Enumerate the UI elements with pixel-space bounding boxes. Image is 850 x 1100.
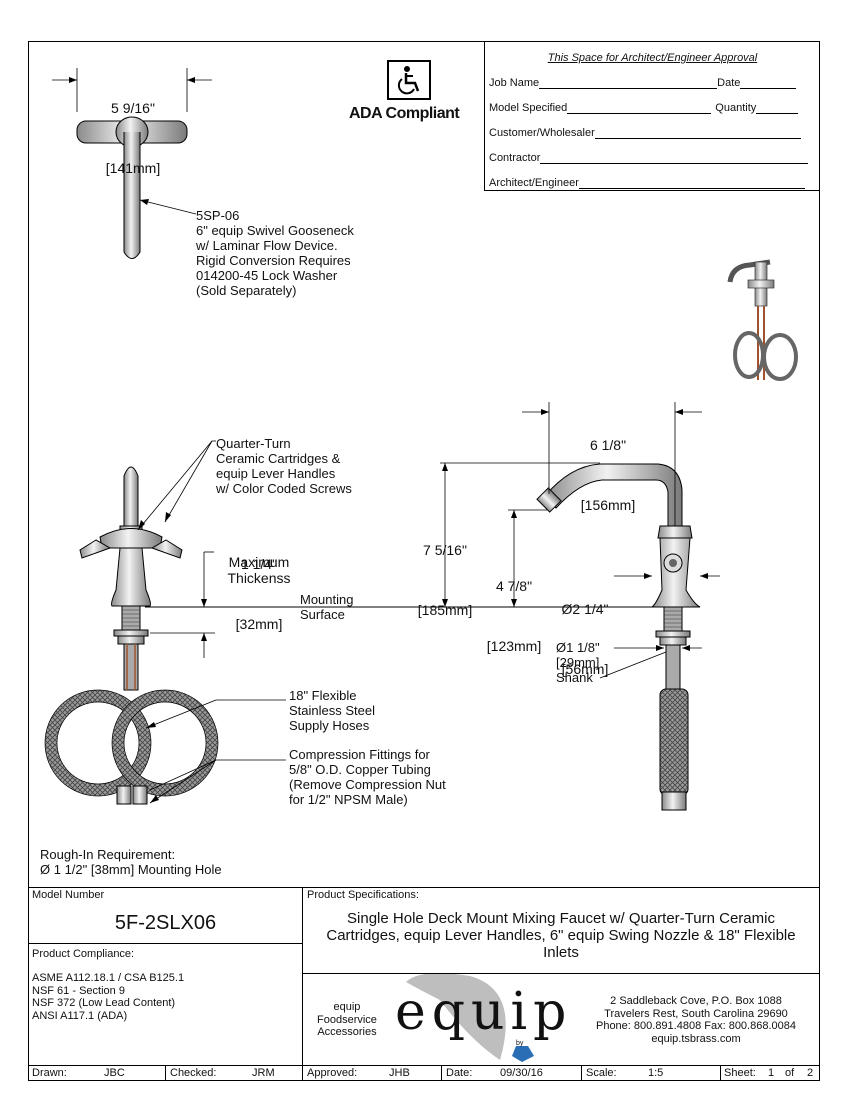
approved-cell: Approved: JHB	[302, 1065, 442, 1081]
contractor-label: Contractor	[489, 152, 541, 164]
sheet-cell: Sheet: 1 of 2	[720, 1065, 820, 1081]
side-view	[536, 463, 701, 811]
brand-box: equip Foodservice Accessories equip by 2…	[302, 973, 820, 1066]
side-view-dimensions	[440, 402, 720, 679]
date-label: Date	[717, 77, 741, 89]
approval-box: This Space for Architect/Engineer Approv…	[484, 41, 820, 191]
approval-title: This Space for Architect/Engineer Approv…	[547, 52, 758, 64]
callout-fittings: Compression Fittings for 5/8" O.D. Coppe…	[289, 747, 446, 807]
approval-row-customer: Customer/Wholesaler	[489, 127, 801, 139]
scale-cell: Scale: 1:5	[581, 1065, 721, 1081]
architect-field[interactable]	[578, 177, 805, 189]
spec-text: Single Hole Deck Mount Mixing Faucet w/ …	[326, 910, 796, 961]
isometric-thumbnail	[727, 259, 798, 381]
spec-box: Product Specifications: Single Hole Deck…	[302, 887, 820, 974]
date-field[interactable]	[740, 77, 797, 89]
brand-side-text: equip Foodservice Accessories	[317, 1001, 377, 1038]
thickness-label: Maximum Thickenss	[227, 554, 291, 586]
dim-base-diameter: Ø2 1/4" [56mm]	[561, 601, 609, 677]
dim-height-outlet: 4 7/8" [123mm]	[486, 578, 542, 654]
callout-gooseneck: 5SP-06 6" equip Swivel Gooseneck w/ Lami…	[196, 208, 354, 298]
drawn-cell: Drawn: JBC	[28, 1065, 166, 1081]
spec-label: Product Specifications:	[307, 889, 419, 901]
ada-label: ADA Compliant	[349, 105, 460, 122]
approval-row-contractor: Contractor	[489, 152, 809, 164]
dim-spout-reach: 6 1/8" [156mm]	[580, 437, 636, 513]
compliance-list: ASME A112.18.1 / CSA B125.1 NSF 61 - Sec…	[32, 972, 185, 1022]
rough-in-requirement: Rough-In Requirement: Ø 1 1/2" [38mm] Mo…	[40, 847, 222, 877]
wheelchair-icon	[387, 60, 431, 100]
equip-logo-swoosh	[406, 973, 534, 1062]
approval-row-model: Model Specified Quantity	[489, 102, 799, 114]
architect-label: Architect/Engineer	[489, 177, 579, 189]
callout-cartridges: Quarter-Turn Ceramic Cartridges & equip …	[216, 436, 352, 496]
brand-by: by	[516, 1040, 524, 1047]
callout-hoses: 18" Flexible Stainless Steel Supply Hose…	[289, 688, 375, 733]
compliance-label: Product Compliance:	[32, 948, 135, 960]
dim-shank: Ø1 1/8" [29mm] Shank	[556, 640, 600, 685]
tandem-logo-icon	[512, 1046, 534, 1062]
equip-logo: equip	[395, 982, 573, 1042]
date-cell: Date: 09/30/16	[441, 1065, 582, 1081]
quantity-label: Quantity	[715, 102, 757, 114]
customer-label: Customer/Wholesaler	[489, 127, 595, 139]
model-specified-label: Model Specified	[489, 102, 568, 114]
approval-row-job: Job Name Date	[489, 77, 797, 89]
dim-width-top: 5 9/16" [141mm]	[105, 100, 161, 176]
top-view	[52, 68, 212, 259]
model-number: 5F-2SLX06	[114, 912, 217, 934]
address-block: 2 Saddleback Cove, P.O. Box 1088 Travele…	[595, 995, 796, 1045]
dim-height-total: 7 5/16" [185mm]	[417, 542, 473, 618]
approval-row-architect: Architect/Engineer	[489, 177, 805, 189]
front-view	[44, 440, 286, 805]
customer-field[interactable]	[594, 127, 801, 139]
compliance-box: Product Compliance: ASME A112.18.1 / CSA…	[28, 943, 303, 1066]
model-specified-field[interactable]	[567, 102, 712, 114]
checked-cell: Checked: JRM	[165, 1065, 303, 1081]
contractor-field[interactable]	[540, 152, 809, 164]
quantity-field[interactable]	[756, 102, 799, 114]
callout-mounting-surface: Mounting Surface	[300, 592, 354, 622]
thickness-dimension	[150, 551, 215, 658]
job-name-label: Job Name	[489, 77, 540, 89]
job-name-field[interactable]	[539, 77, 718, 89]
model-number-label: Model Number	[32, 889, 105, 901]
model-number-box: Model Number 5F-2SLX06	[28, 887, 303, 944]
dim-thickness: 1 1/4" [32mm]	[235, 556, 283, 632]
